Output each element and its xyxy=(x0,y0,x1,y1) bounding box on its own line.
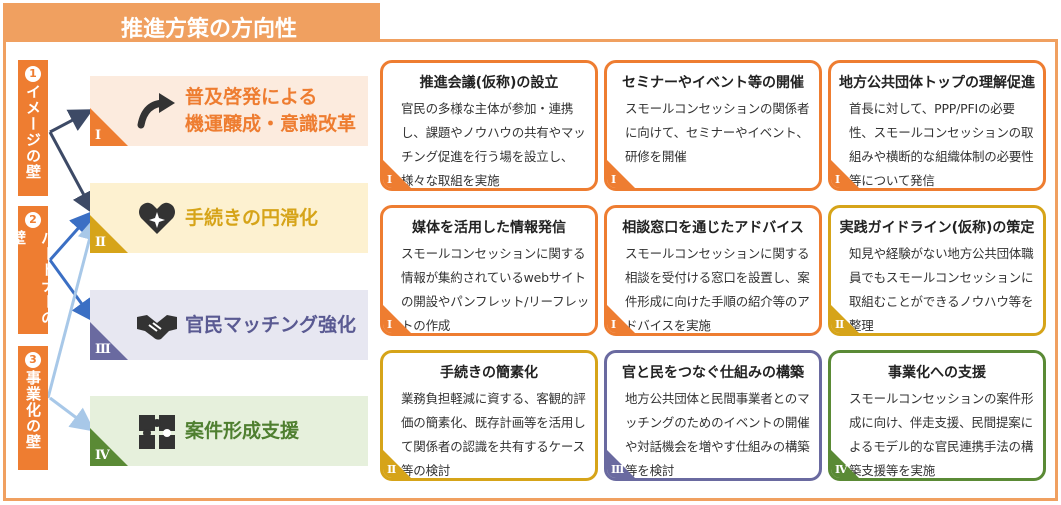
direction-1-roman: Ⅰ xyxy=(95,128,102,143)
card-body: 地方公共団体と民間事業者とのマッチングのためのイベントの開催や対話機会を増やす仕… xyxy=(625,391,810,478)
card-roman: Ⅰ xyxy=(387,173,393,186)
page-title: 推進方策の方向性 xyxy=(3,3,380,42)
card-body: スモールコンセッションに関する相談を受付ける窓口を設置し、案件形成に向けた手順の… xyxy=(625,246,810,333)
card-title: 相談窓口を通じたアドバイス xyxy=(622,220,804,236)
direction-3: Ⅲ 官民マッチング強化 xyxy=(90,290,368,360)
outer-frame xyxy=(3,39,1058,501)
card-title: 官と民をつなぐ仕組みの構築 xyxy=(622,365,804,381)
card-project-support: 事業化への支援 スモールコンセッションの案件形成に向け、伴走支援、民間提案による… xyxy=(828,350,1046,481)
direction-2: Ⅱ 手続きの円滑化 xyxy=(90,183,368,253)
card-body: スモールコンセッションに関する情報が集約されているwebサイトの開設やパンフレッ… xyxy=(401,246,590,333)
card-body: 知見や経験がない地方公共団体職員でもスモールコンセッションに取組むことができるノ… xyxy=(849,246,1034,333)
direction-1-label: 普及啓発による 機運醸成・意識改革 xyxy=(185,86,357,135)
card-title: 事業化への支援 xyxy=(888,365,986,381)
card-roman: Ⅰ xyxy=(611,173,617,186)
handshake-icon xyxy=(137,315,177,340)
wall-1-label: イメージの壁 xyxy=(24,84,42,180)
card-body: 業務負担軽減に資する、客観的評価の簡素化、既存計画等を活用して関係者の認識を共有… xyxy=(401,391,586,478)
arrow-wall3-to-dir2 xyxy=(46,216,102,399)
puzzle-icon xyxy=(139,415,175,449)
card-title: 媒体を活用した情報発信 xyxy=(412,220,566,236)
wall-3: 3 事業化の壁 xyxy=(18,346,48,470)
card-title: 実践ガイドライン(仮称)の策定 xyxy=(839,220,1035,236)
direction-4: Ⅳ 案件形成支援 xyxy=(90,396,368,466)
card-practice-guideline: 実践ガイドライン(仮称)の策定 知見や経験がない地方公共団体職員でもスモールコン… xyxy=(828,205,1046,336)
direction-3-roman: Ⅲ xyxy=(95,342,111,357)
card-consultation-desk: 相談窓口を通じたアドバイス スモールコンセッションに関する相談を受付ける窓口を設… xyxy=(604,205,822,336)
wall-1-number: 1 xyxy=(25,66,41,82)
card-body: 首長に対して、PPP/PFIの必要性、スモールコンセッションの取組みや横断的な組… xyxy=(849,101,1034,188)
card-roman: Ⅱ xyxy=(835,318,845,331)
card-procedure-simplification: 手続きの簡素化 業務負担軽減に資する、客観的評価の簡素化、既存計画等を活用して関… xyxy=(380,350,598,481)
card-title: セミナーやイベント等の開催 xyxy=(622,75,804,91)
card-roman: Ⅰ xyxy=(387,318,393,331)
card-body: スモールコンセッションの案件形成に向け、伴走支援、民間提案によるモデル的な官民連… xyxy=(849,391,1034,478)
direction-2-label: 手続きの円滑化 xyxy=(185,206,319,229)
card-roman: Ⅰ xyxy=(835,173,841,186)
arrow-wall2-to-dir3 xyxy=(48,259,96,323)
arrow-wall1-to-dir2 xyxy=(48,131,95,216)
card-title: 推進会議(仮称)の設立 xyxy=(419,75,559,91)
wall-2: 2 パートナーの壁 xyxy=(9,206,57,334)
wall-2-label: パートナーの壁 xyxy=(9,230,57,326)
direction-1: Ⅰ 普及啓発による 機運醸成・意識改革 xyxy=(90,76,368,146)
card-public-private-matching: 官と民をつなぐ仕組みの構築 地方公共団体と民間事業者とのマッチングのためのイベン… xyxy=(604,350,822,481)
wall-1: 1 イメージの壁 xyxy=(18,60,48,196)
card-roman: Ⅰ xyxy=(611,318,617,331)
direction-4-roman: Ⅳ xyxy=(95,448,110,463)
heart-sparkle-icon xyxy=(139,202,175,234)
card-roman: Ⅲ xyxy=(611,463,625,476)
wall-3-label: 事業化の壁 xyxy=(24,370,42,450)
wall-2-number: 2 xyxy=(25,212,41,228)
card-media-info: 媒体を活用した情報発信 スモールコンセッションに関する情報が集約されているweb… xyxy=(380,205,598,336)
card-title: 地方公共団体トップの理解促進 xyxy=(839,75,1035,91)
card-local-leader-understanding: 地方公共団体トップの理解促進 首長に対して、PPP/PFIの必要性、スモールコン… xyxy=(828,60,1046,191)
arrow-wall3-to-dir4 xyxy=(49,396,95,432)
direction-3-label: 官民マッチング強化 xyxy=(185,313,357,336)
direction-2-roman: Ⅱ xyxy=(95,235,106,250)
card-title: 手続きの簡素化 xyxy=(440,365,538,381)
arrow-wall1-to-dir1 xyxy=(49,109,94,134)
card-body: スモールコンセッションの関係者に向けて、セミナーやイベント、研修を開催 xyxy=(625,101,810,164)
card-roman: Ⅳ xyxy=(835,463,848,476)
card-body: 官民の多様な主体が参加・連携し、課題やノウハウの共有やマッチング促進を行う場を設… xyxy=(401,101,586,188)
wall-3-number: 3 xyxy=(25,352,41,368)
direction-4-label: 案件形成支援 xyxy=(185,419,300,442)
card-promotion-council: 推進会議(仮称)の設立 官民の多様な主体が参加・連携し、課題やノウハウの共有やマ… xyxy=(380,60,598,191)
card-seminar-events: セミナーやイベント等の開催 スモールコンセッションの関係者に向けて、セミナーやイ… xyxy=(604,60,822,191)
rising-arrow-icon xyxy=(137,93,175,129)
card-roman: Ⅱ xyxy=(387,463,397,476)
